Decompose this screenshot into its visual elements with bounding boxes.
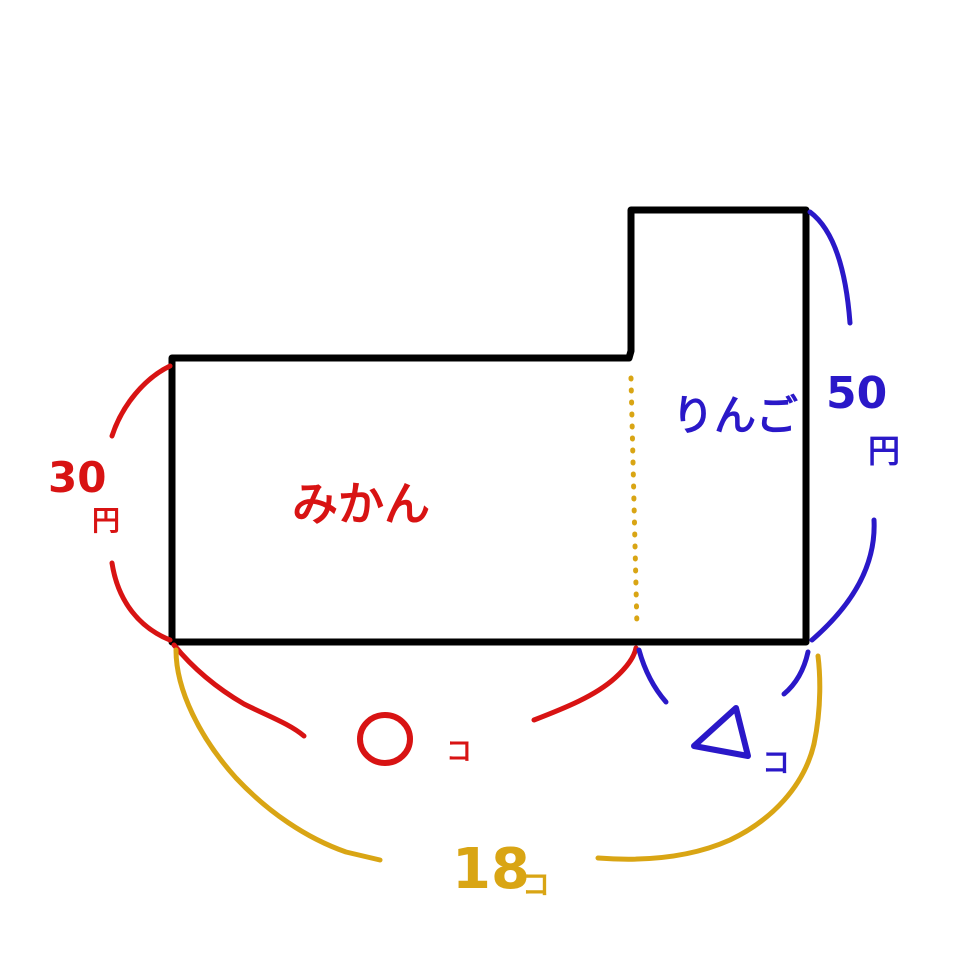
mikan-area-label: みかん: [292, 477, 430, 531]
total-width-brace-right: [595, 653, 823, 862]
mikan-price-unit: 円: [92, 504, 120, 537]
ringo-price-number: 50: [826, 368, 887, 419]
ringo-width-brace-left: [636, 647, 669, 705]
ringo-area-label: りんご: [672, 391, 798, 440]
mikan-price-number: 30: [48, 453, 106, 502]
ringo-height-brace-bottom: [809, 517, 877, 643]
ringo-width-brace-right: [781, 649, 811, 697]
total-count-number: 18: [452, 837, 530, 902]
mikan-width-brace-left: [171, 642, 307, 739]
total-width-brace-left: [173, 647, 383, 863]
mikan-height-brace-top: [109, 363, 173, 439]
ringo-count-unit: コ: [762, 746, 790, 779]
divider-dotted-line: [628, 375, 640, 631]
ringo-count-triangle-mark: [691, 705, 751, 759]
mikan-width-brace-right: [531, 645, 639, 723]
mikan-count-circle-mark: [357, 712, 413, 766]
diagram-outline: [168, 206, 810, 646]
ringo-height-brace-top: [807, 209, 853, 326]
ringo-price-unit: 円: [868, 432, 900, 470]
total-count-unit: コ: [522, 868, 550, 901]
mikan-height-brace-bottom: [109, 560, 173, 643]
mikan-count-unit: コ: [446, 737, 472, 767]
